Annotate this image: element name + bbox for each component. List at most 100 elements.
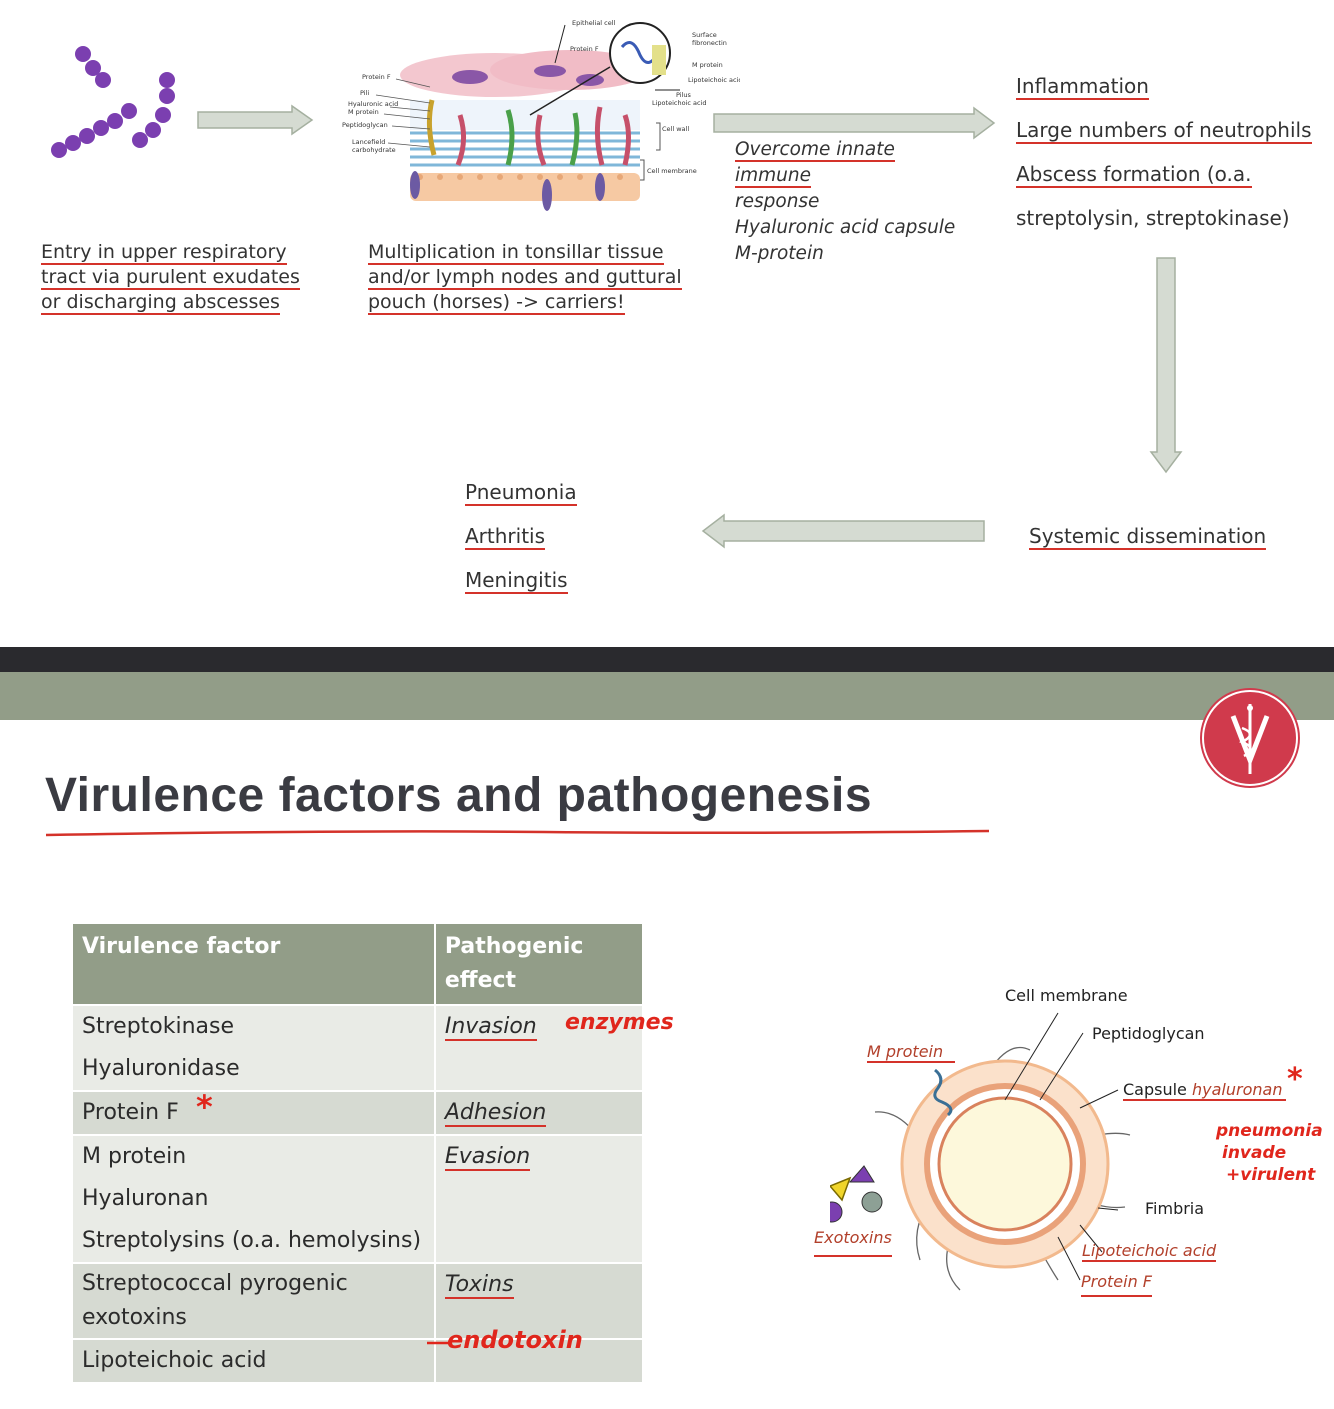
- effect-cell: Invasion: [433, 1004, 645, 1048]
- overcome-line-1: Overcome innate immune: [735, 139, 895, 188]
- slide-title: Virulence factors and pathogenesis: [45, 769, 873, 822]
- label-epithelial-cell: Epithelial cell: [572, 19, 616, 27]
- capsule-hyaluronan-text: hyaluronan: [1192, 1080, 1283, 1099]
- label-m-protein-diagram: M protein: [867, 1042, 956, 1063]
- label-peptidoglycan: Peptidoglycan: [342, 121, 388, 129]
- slide-separator: [0, 647, 1334, 672]
- entry-text: Entry in upper respiratory tract via pur…: [41, 240, 301, 315]
- streptococcus-chain-icon: [51, 46, 175, 158]
- entry-line-1: Entry in upper respiratory: [41, 241, 287, 265]
- table-row: Streptolysins (o.a. hemolysins): [71, 1220, 645, 1263]
- label-cell-membrane-diagram: Cell membrane: [1005, 986, 1128, 1005]
- factor-protein-f: Protein F: [82, 1100, 179, 1125]
- veterinary-logo: [1200, 688, 1300, 788]
- label-hyaluronic-acid: Hyaluronic acid: [348, 100, 398, 108]
- table-row: Streptococcal pyrogenic exotoxins Toxins: [71, 1262, 645, 1339]
- label-m-protein: M protein: [348, 108, 379, 116]
- note-invade: invade: [1222, 1143, 1287, 1163]
- multiplication-line-3: pouch (horses) -> carriers!: [368, 291, 625, 315]
- label-surface: Surface: [692, 31, 717, 39]
- capsule-text: Capsule: [1123, 1080, 1187, 1099]
- cell-wall-illustration: Protein F Pili Hyaluronic acid M protein…: [342, 19, 740, 211]
- factor-cell: Lipoteichoic acid: [71, 1338, 436, 1382]
- factor-cell: Streptococcal pyrogenic exotoxins: [71, 1262, 436, 1339]
- label-cell-wall: Cell wall: [662, 125, 689, 133]
- label-protein-f-top: Protein F: [570, 45, 599, 53]
- overcome-line-4: M-protein: [735, 243, 824, 264]
- inflammation-text: Inflammation Large numbers of neutrophil…: [1016, 64, 1326, 240]
- label-pilus: Pilus: [676, 91, 692, 99]
- handwritten-capsule-note: pneumonia invade +virulent: [1196, 1120, 1323, 1186]
- effect-invasion: Invasion: [444, 1014, 537, 1041]
- flow-arrow-right-2: [713, 106, 996, 140]
- table-row: Hyaluronidase: [71, 1048, 645, 1091]
- table-row: Lipoteichoic acid: [71, 1338, 645, 1382]
- label-lipoteichoic-acid-1: Lipoteichoic acid: [688, 76, 740, 84]
- factor-cell: M protein: [71, 1134, 436, 1178]
- label-capsule: Capsule hyaluronan: [1123, 1080, 1287, 1101]
- label-lipoteichoic-acid-diagram: Lipoteichoic acid: [1082, 1241, 1217, 1262]
- inflammation-line-2: Large numbers of neutrophils: [1016, 118, 1312, 144]
- handwritten-star-capsule: *: [1287, 1062, 1303, 1097]
- endotoxin-dash: [427, 1341, 448, 1345]
- table-row: Hyaluronan: [71, 1178, 645, 1220]
- effect-cell: [433, 1048, 645, 1091]
- flow-arrow-down: [1149, 257, 1183, 474]
- factor-cell: Hyaluronidase: [71, 1048, 436, 1091]
- label-fimbria: Fimbria: [1145, 1199, 1205, 1218]
- flow-arrow-left: [701, 513, 985, 549]
- multiplication-text: Multiplication in tonsillar tissue and/o…: [368, 240, 688, 315]
- effect-cell: Evasion: [433, 1134, 645, 1178]
- table-header-row: Virulence factor Pathogenic effect: [71, 922, 645, 1006]
- effect-cell: Toxins: [433, 1262, 645, 1339]
- label-protein-f: Protein F: [362, 73, 391, 81]
- handwritten-enzymes: enzymes: [565, 1010, 674, 1035]
- note-virulent: +virulent: [1226, 1165, 1316, 1185]
- effect-cell: [433, 1338, 645, 1382]
- m-protein-text: M protein: [867, 1042, 956, 1063]
- slide-header-band: [0, 672, 1334, 720]
- handwritten-star-protein-f: *: [196, 1088, 213, 1126]
- outcome-arthritis: Arthritis: [465, 524, 546, 550]
- inflammation-line-1: Inflammation: [1016, 74, 1149, 100]
- overcome-line-3: Hyaluronic acid capsule: [735, 217, 956, 238]
- exotoxins-text: Exotoxins: [814, 1228, 892, 1257]
- outcomes-list: Pneumonia Arthritis Meningitis: [465, 470, 577, 602]
- factor-cell: Protein F: [71, 1090, 436, 1135]
- factor-cell: Streptokinase: [71, 1004, 436, 1048]
- table-row: Protein F Adhesion: [71, 1090, 645, 1135]
- factor-cell: Hyaluronan: [71, 1178, 436, 1220]
- handwritten-endotoxin: endotoxin: [447, 1326, 583, 1354]
- caduceus-icon: [1202, 690, 1298, 786]
- protein-f-text: Protein F: [1081, 1272, 1153, 1297]
- effect-adhesion: Adhesion: [444, 1100, 547, 1127]
- factor-cell: Streptolysins (o.a. hemolysins): [71, 1220, 436, 1263]
- table-row: M protein Evasion: [71, 1134, 645, 1178]
- header-virulence-factor: Virulence factor: [71, 922, 436, 1006]
- table-row: Streptokinase Invasion: [71, 1004, 645, 1048]
- label-fibronectin: fibronectin: [692, 39, 727, 47]
- bacterium-diagram: [830, 1012, 1131, 1291]
- outcome-meningitis: Meningitis: [465, 568, 568, 594]
- systemic-dissemination: Systemic dissemination: [1029, 524, 1267, 550]
- label-cell-membrane: Cell membrane: [647, 167, 697, 175]
- label-protein-f-diagram: Protein F: [1081, 1272, 1153, 1297]
- virulence-table: Virulence factor Pathogenic effect Strep…: [71, 922, 645, 1382]
- label-m-protein-right: M protein: [692, 61, 723, 69]
- inflammation-line-3: Abscess formation (o.a.: [1016, 162, 1252, 188]
- overcome-line-2: response: [735, 191, 820, 212]
- effect-toxins: Toxins: [444, 1272, 514, 1299]
- inflammation-line-4: streptolysin, streptokinase): [1016, 206, 1290, 230]
- label-carbohydrate: carbohydrate: [352, 146, 396, 154]
- effect-cell: Adhesion: [433, 1090, 645, 1135]
- entry-line-3: or discharging abscesses: [41, 291, 280, 315]
- label-exotoxins: Exotoxins: [814, 1228, 892, 1257]
- flow-arrow-right-1: [197, 104, 314, 136]
- overcome-text: Overcome innate immune response Hyaluron…: [735, 137, 975, 267]
- lipoteichoic-acid-text: Lipoteichoic acid: [1082, 1241, 1217, 1262]
- effect-evasion: Evasion: [444, 1144, 531, 1171]
- multiplication-line-2: and/or lymph nodes and guttural: [368, 266, 682, 290]
- outcome-pneumonia: Pneumonia: [465, 480, 577, 506]
- effect-cell: [433, 1178, 645, 1220]
- note-pneumonia: pneumonia: [1216, 1121, 1323, 1141]
